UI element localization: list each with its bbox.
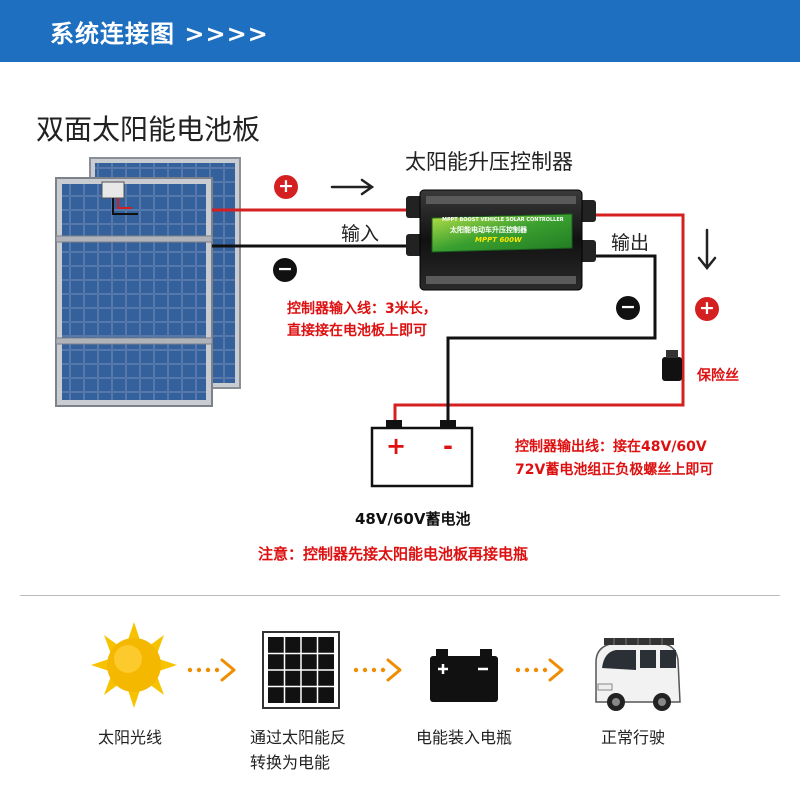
- flow-step-storage-label: 电能装入电瓶: [416, 728, 513, 747]
- controller-title: 太阳能升压控制器: [405, 150, 573, 174]
- battery-minus-sign: -: [443, 432, 453, 460]
- flow-arrows: [187, 658, 564, 682]
- output-positive-wire: [393, 213, 685, 425]
- sun-icon: [91, 622, 177, 708]
- solar-panel-icon: [262, 631, 340, 709]
- input-minus-marker: [273, 258, 297, 282]
- connection-diagram: [55, 157, 719, 488]
- fuse-label: 保险丝: [697, 368, 739, 384]
- output-minus-marker: [616, 296, 640, 320]
- flow-step-sunlight-label: 太阳光线: [98, 728, 163, 747]
- flow-battery-icon: [430, 649, 498, 702]
- battery-icon: [370, 420, 474, 488]
- input-plus-marker: [274, 175, 298, 199]
- input-minus-sign: −: [277, 258, 293, 280]
- page-title: 系统连接图 >>>>: [50, 20, 269, 48]
- flow-step-conversion-label: 通过太阳能反 转换为电能: [250, 728, 347, 772]
- input-note-line2: 直接接在电池板上即可: [287, 323, 427, 339]
- output-plus-sign: +: [699, 297, 715, 319]
- fuse-icon: [662, 350, 682, 381]
- header-bar: 系统连接图 >>>>: [0, 0, 800, 62]
- vehicle-icon: [595, 638, 681, 711]
- output-label: 输出: [611, 232, 650, 254]
- controller-device: [406, 189, 596, 291]
- flow-arrow-3: [515, 658, 564, 682]
- output-note-line1: 控制器输出线：接在48V/60V: [515, 439, 707, 455]
- controller-face-line2: 太阳能电动车升压控制器: [450, 226, 527, 234]
- output-negative-wire: [446, 254, 657, 425]
- warning-note: 注意：控制器先接太阳能电池板再接电瓶: [258, 545, 529, 563]
- flow-arrow-2: [353, 658, 402, 682]
- section-divider: [20, 595, 780, 596]
- battery-plus-sign: +: [385, 432, 407, 460]
- output-minus-sign: −: [620, 296, 636, 318]
- output-plus-marker: [695, 297, 719, 321]
- input-note-line1: 控制器输入线：3米长，: [287, 301, 437, 317]
- solar-panel-title: 双面太阳能电池板: [36, 113, 261, 146]
- output-direction-arrow: [697, 228, 717, 271]
- controller-face-line1: MPPT BOOST VEHICLE SOLAR CONTROLLER: [442, 217, 564, 223]
- controller-face-line3: MPPT 600W: [475, 236, 522, 244]
- flow-arrow-1: [187, 658, 236, 682]
- output-note-line2: 72V蓄电池组正负极螺丝上即可: [515, 462, 714, 478]
- flow-step-driving-label: 正常行驶: [601, 728, 666, 747]
- solar-panel-front: [55, 177, 213, 407]
- battery-label: 48V/60V蓄电池: [355, 510, 471, 528]
- input-label: 输入: [341, 223, 380, 245]
- input-plus-sign: +: [278, 175, 294, 197]
- input-direction-arrow: [330, 178, 375, 196]
